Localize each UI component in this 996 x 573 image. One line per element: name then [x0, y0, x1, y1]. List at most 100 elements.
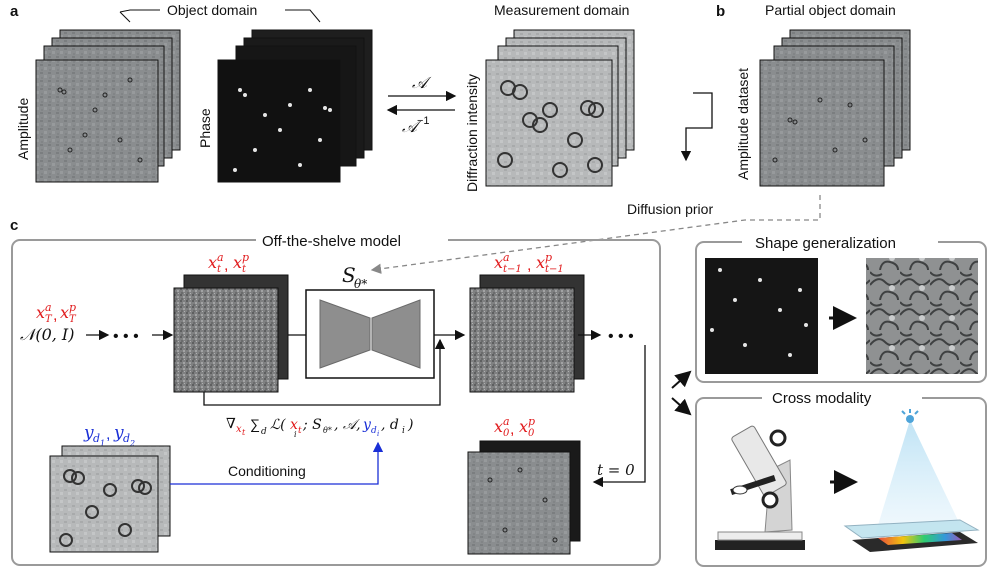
svg-text:i: i — [402, 426, 405, 436]
svg-text:ℒ(: ℒ( — [270, 417, 286, 433]
svg-text:t−1: t−1 — [503, 264, 522, 275]
svg-text:x: x — [536, 253, 545, 272]
svg-text:∇: ∇ — [226, 416, 236, 432]
svg-text:,: , — [106, 426, 110, 443]
svg-text:i: i — [377, 430, 379, 438]
shape-input-image — [705, 258, 818, 374]
yd-image-stack — [49, 445, 171, 553]
svg-text:T: T — [45, 314, 53, 325]
svg-text:d: d — [93, 432, 100, 445]
svg-text:x: x — [494, 417, 503, 436]
svg-text:d: d — [123, 432, 130, 445]
svg-text:x: x — [236, 424, 242, 435]
svg-text:θ*: θ* — [323, 426, 332, 435]
svg-text:d: d — [371, 426, 377, 436]
svg-text:p: p — [242, 251, 249, 264]
svg-text:; S: ; S — [302, 417, 322, 433]
svg-text:,: , — [510, 421, 514, 438]
cross-modality-title: Cross modality — [772, 390, 872, 407]
diffraction-intensity-label: Diffraction intensity — [464, 74, 480, 192]
svg-text:x: x — [233, 253, 242, 272]
svg-text:x: x — [208, 253, 217, 272]
svg-text:t: t — [298, 426, 302, 436]
shape-title-bg — [742, 232, 938, 252]
svg-text:t: t — [242, 428, 246, 437]
svg-text:,: , — [527, 257, 531, 274]
score-label: S θ* — [342, 263, 367, 291]
xt-image-stack — [173, 274, 289, 393]
xt1-image-stack — [469, 274, 585, 393]
svg-text:0: 0 — [528, 428, 535, 439]
amplitude-stack — [35, 29, 181, 183]
model-title-bg — [256, 230, 448, 250]
amplitude-dataset-stack — [759, 29, 911, 187]
phase-label: Phase — [197, 108, 213, 148]
t-zero-label: t = 0 — [597, 461, 635, 479]
svg-text:,: , — [53, 307, 57, 324]
svg-text:a: a — [217, 251, 224, 264]
domain-transfer-arrow — [680, 92, 713, 162]
final-step-arrow — [592, 345, 646, 488]
diffusion-prior-label: Diffusion prior — [627, 201, 713, 217]
svg-text:x: x — [60, 303, 69, 322]
svg-text:x: x — [290, 417, 298, 433]
x0-label: x a 0 , x p 0 — [494, 415, 535, 439]
svg-text:x: x — [494, 253, 503, 272]
xt-label: x a t , x p t — [208, 251, 249, 275]
x0-image-stack — [467, 440, 581, 555]
microscope-illustration — [715, 425, 805, 550]
svg-text:a: a — [503, 251, 510, 264]
svg-text:1: 1 — [100, 439, 105, 448]
svg-text:∑: ∑ — [250, 416, 260, 432]
svg-text:a: a — [503, 415, 510, 428]
guidance-gradient: ∇ x t ∑ d ℒ( x t i ; S θ* , 𝒜, y d i , d… — [226, 416, 413, 439]
svg-text:, 𝒜,: , 𝒜, — [334, 417, 361, 433]
conditioning-label: Conditioning — [228, 463, 306, 479]
panel-b-letter: b — [716, 3, 725, 20]
svg-text:,: , — [224, 257, 228, 274]
svg-text:y: y — [362, 417, 372, 433]
cross-title-bg — [762, 388, 922, 408]
svg-text:y: y — [113, 423, 124, 443]
svg-text:x: x — [519, 417, 528, 436]
yd-label: y d 1 , y d 2 — [83, 423, 135, 448]
svg-text:t−1: t−1 — [545, 264, 564, 275]
svg-text:x: x — [36, 303, 45, 322]
svg-text:, d: , d — [381, 417, 399, 433]
amplitude-label: Amplitude — [15, 98, 31, 160]
guidance-loop-arrow — [203, 338, 446, 406]
model-title: Off-the-shelve model — [262, 233, 401, 250]
xt1-label: x a t−1 , x p t−1 — [494, 251, 564, 275]
shape-generalization-title: Shape generalization — [755, 235, 896, 252]
svg-text:p: p — [545, 251, 552, 264]
svg-text:i: i — [294, 430, 297, 439]
svg-text:p: p — [528, 415, 535, 428]
svg-text:θ*: θ* — [354, 277, 367, 291]
xT-label: x a T , x p T — [36, 301, 77, 325]
phase-stack — [217, 29, 373, 183]
partial-object-domain-title: Partial object domain — [765, 2, 896, 18]
input-dots: • • • — [113, 328, 139, 345]
amplitude-dataset-label: Amplitude dataset — [735, 68, 751, 180]
forward-operator: 𝒜 — [412, 73, 432, 92]
panel-a-letter: a — [10, 3, 19, 20]
lensless-illustration — [843, 409, 980, 552]
svg-text:): ) — [407, 417, 413, 433]
object-domain-title: Object domain — [167, 2, 257, 18]
svg-text:t: t — [217, 264, 222, 275]
svg-text:2: 2 — [129, 439, 135, 448]
svg-text:0: 0 — [503, 428, 510, 439]
svg-text:p: p — [69, 301, 76, 314]
svg-text:t: t — [242, 264, 247, 275]
measurement-domain-title: Measurement domain — [494, 2, 629, 18]
output-dots: • • • — [608, 328, 634, 345]
svg-text:d: d — [261, 427, 267, 437]
inverse-superscript: −1 — [417, 115, 430, 127]
score-network — [305, 289, 435, 379]
to-cross-arrow — [671, 397, 692, 416]
svg-text:a: a — [45, 301, 52, 314]
svg-text:y: y — [83, 423, 94, 443]
diffusion-prior-arrow — [370, 195, 821, 274]
panel-c-letter: c — [10, 217, 18, 234]
